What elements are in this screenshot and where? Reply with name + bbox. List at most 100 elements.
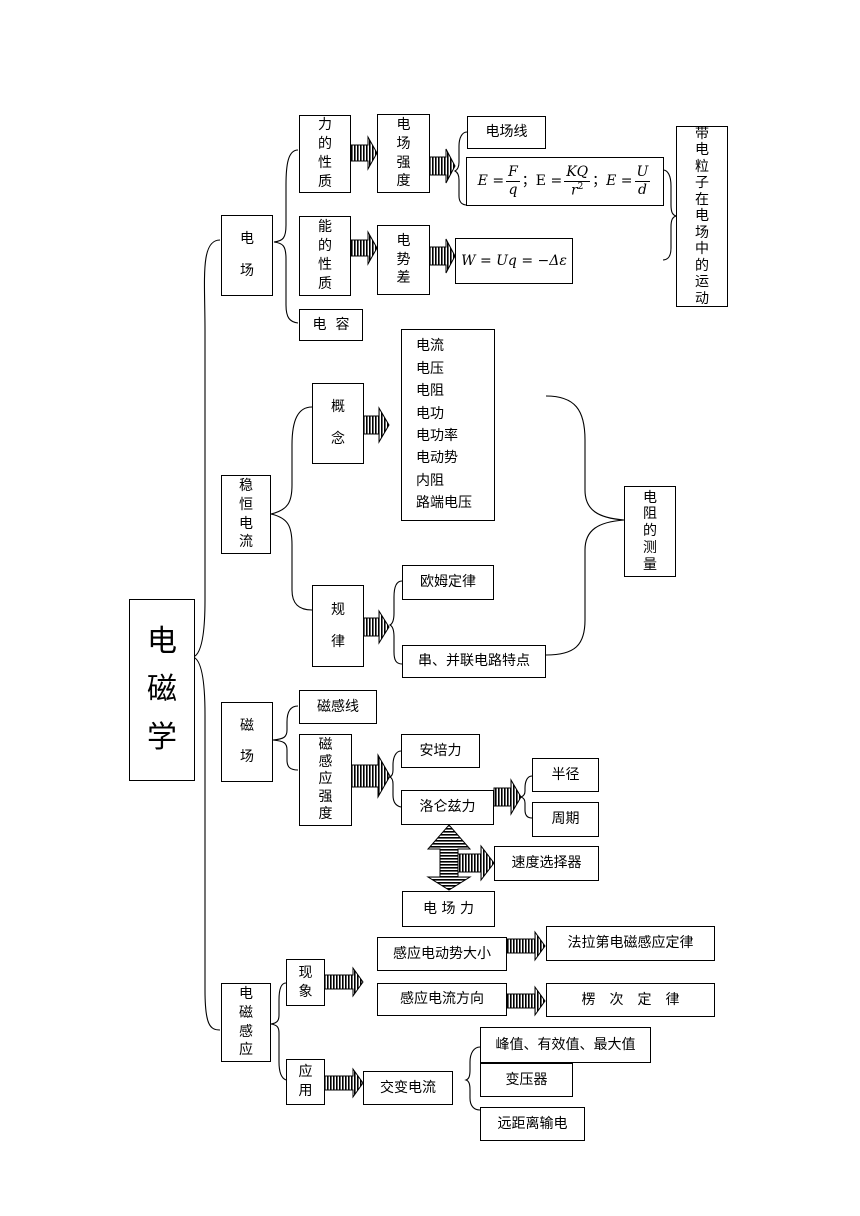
period-box: 周期 [532,802,599,837]
potential-diff-box: 电 势 差 [377,225,430,295]
concept-list-item: 电动势 [416,450,458,467]
concept-list-item: 电阻 [416,383,444,400]
numerator: U [634,164,651,182]
label-char: 应 [298,1064,313,1081]
force-nature-box: 力 的 性 质 [299,115,351,193]
label-char: 应 [239,1042,253,1059]
label-char: 恒 [239,496,253,513]
arrow-law [363,609,390,645]
double-arrow-lorentz-electric [426,824,472,891]
label-char: 电 [239,985,253,1002]
label-char: 电 [396,232,411,249]
label-char: 电 [695,142,709,159]
label-char: 律 [331,633,345,650]
charged-particle-brace [662,169,678,261]
concept-list-item: 电压 [416,360,444,377]
label-text: 法拉第电磁感应定律 [567,935,694,952]
capacitance-box: 电 容 [299,309,363,341]
separator: ； [521,173,536,190]
ohm-law-box: 欧姆定律 [402,565,494,600]
formula-part: E = [606,173,633,190]
concept-list: 电流电压电阻电功电功率电动势内阻路端电压 [402,330,494,520]
label-char: 场 [240,749,254,766]
arrow-force-strength [350,135,378,171]
label-char: 应 [318,771,333,788]
label-char: 象 [298,983,313,1000]
label-char: 的 [643,523,657,540]
arrow-lorentz [493,778,522,816]
label-char: 测 [643,539,657,556]
label-char: 中 [695,241,709,258]
label-char: 强 [396,154,411,171]
label-char: 质 [318,173,332,190]
label-char: 场 [240,262,254,279]
label-text: 速度选择器 [511,855,582,872]
resistance-measure-box: 电 阻 的 测 量 [624,486,676,577]
phenomenon-box: 现 象 [286,959,325,1006]
concept-box: 概 念 [312,383,364,464]
label-char: 电 [396,116,411,133]
label-text: 磁感线 [317,698,359,715]
faraday-law-box: 法拉第电磁感应定律 [546,926,715,961]
label-text: 远距离输电 [497,1115,568,1132]
long-distance-box: 远距离输电 [480,1107,585,1141]
lorentz-force-box: 洛仑兹力 [401,790,494,825]
concept-list-item: 电流 [416,338,444,355]
magnetic-field-box: 磁 场 [221,702,273,782]
denominator: r2 [569,182,585,199]
label-char: 电 [239,515,253,532]
label-char: 用 [298,1083,313,1099]
transformer-box: 变压器 [480,1063,573,1097]
denominator: d [637,182,647,198]
ampere-force-box: 安培力 [401,734,480,768]
label-char: 磁 [240,718,254,735]
root-brace [191,239,221,1031]
label-text: 感应电流方向 [400,991,484,1008]
steady-current-brace [270,406,313,611]
label-char: 现 [298,964,313,981]
root-char: 电 [147,624,177,659]
root-char: 磁 [147,672,177,707]
lorentz-brace [519,775,533,819]
label-char: 规 [331,601,345,618]
velocity-selector-box: 速度选择器 [494,846,599,881]
steady-current-box: 稳 恒 电 流 [221,475,271,554]
application-box: 应 用 [286,1059,325,1105]
label-char: 的 [695,257,709,274]
label-char: 能 [318,219,332,236]
label-char: 感 [318,754,333,771]
numerator: KQ [564,163,591,182]
arrow-selector [457,844,495,882]
exponent: 2 [577,181,584,192]
label-char: 强 [318,788,333,805]
potential-formula: W = Uq = −Δε [455,238,573,284]
label-char: 差 [396,270,411,287]
law-box: 规 律 [312,585,364,667]
label-text: 电 场 力 [423,900,474,917]
ac-brace [464,1046,481,1111]
concept-list-box: 电流电压电阻电功电功率电动势内阻路端电压 [401,329,495,521]
formula-text: W = Uq = −Δε [461,252,567,269]
label-text: 交变电流 [380,1079,436,1096]
arrow-phenomenon [324,966,364,998]
concept-list-item: 电功 [416,405,444,422]
label-text: 楞 次 定 律 [581,991,680,1008]
label-char: 流 [239,534,253,551]
magnetic-field-lines-box: 磁感线 [299,690,377,724]
ac-current-box: 交变电流 [363,1071,453,1105]
arrow-energy-potential [350,230,378,266]
induction-strength-brace [388,750,402,808]
arrow-strength-formula [429,148,456,184]
label-char: 磁 [239,1004,253,1021]
label-char: 的 [318,238,332,255]
field-strength-brace [453,131,468,206]
concept-list-item: 电功率 [416,428,458,444]
charged-particle-box: 带 电 粒 子 在 电 场 中 的 运 动 [676,126,728,307]
label-char: 感 [239,1023,253,1040]
ac-values-box: 峰值、有效值、最大值 [480,1027,651,1063]
label-char: 磁 [318,737,333,754]
